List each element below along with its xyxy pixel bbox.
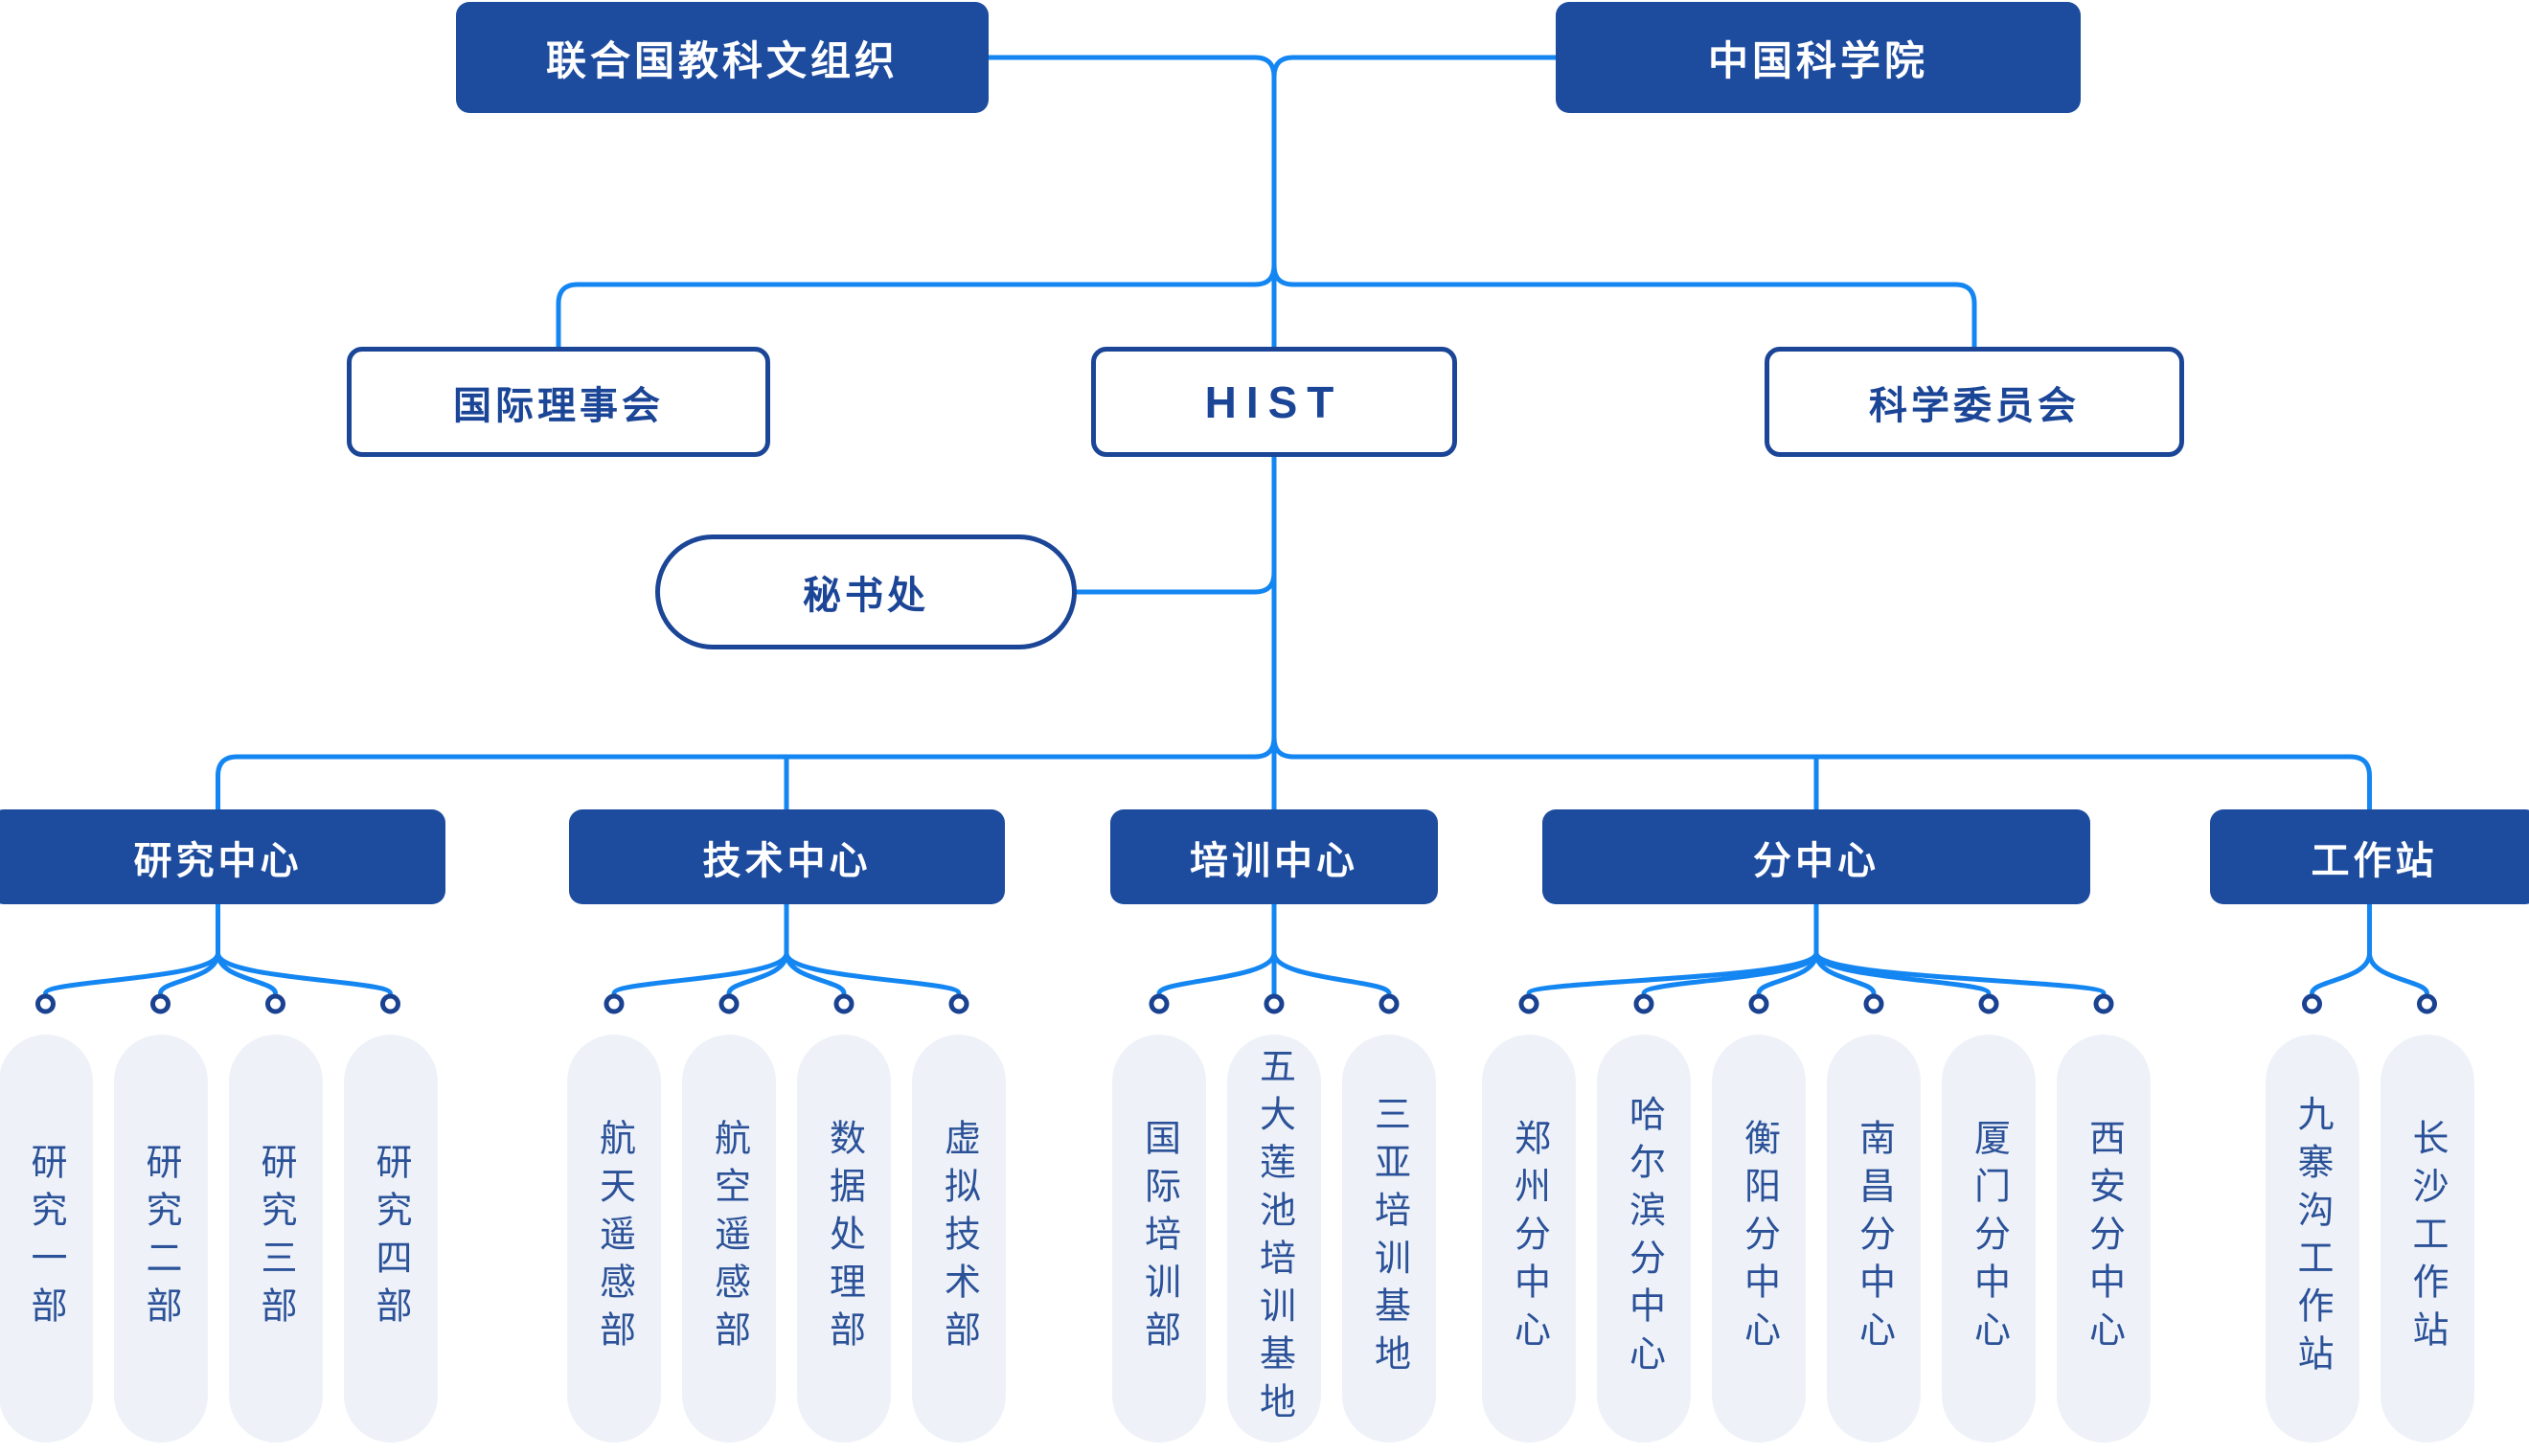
node-science-committee: 科学委员会 <box>1765 347 2184 457</box>
org-unit-capsule-research-4: 研究四部 <box>343 1035 438 1443</box>
org-unit-capsule-technology-4: 虚拟技术部 <box>912 1035 1006 1443</box>
group-header-training: 培训中心 <box>1110 809 1438 904</box>
org-unit-capsule-training-2: 五大莲池培训基地 <box>1227 1035 1321 1443</box>
org-unit-capsule-branch-4: 南昌分中心 <box>1827 1035 1921 1443</box>
org-unit-capsule-research-2: 研究二部 <box>113 1035 208 1443</box>
org-unit-capsule-branch-1: 郑州分中心 <box>1482 1035 1576 1443</box>
org-unit-capsule-technology-1: 航天遥感部 <box>567 1035 661 1443</box>
node-unesco: 联合国教科文组织 <box>456 2 989 113</box>
group-header-technology: 技术中心 <box>569 809 1005 904</box>
node-international-governing-board: 国际理事会 <box>347 347 770 457</box>
node-secretariat: 秘书处 <box>655 535 1077 649</box>
org-unit-capsule-workstation-1: 九寨沟工作站 <box>2265 1035 2359 1443</box>
org-unit-capsule-technology-3: 数据处理部 <box>797 1035 891 1443</box>
org-unit-capsule-branch-5: 厦门分中心 <box>1942 1035 2036 1443</box>
org-unit-capsule-workstation-2: 长沙工作站 <box>2380 1035 2474 1443</box>
group-header-workstation: 工作站 <box>2210 809 2529 904</box>
group-header-branch: 分中心 <box>1542 809 2090 904</box>
org-unit-capsule-training-1: 国际培训部 <box>1112 1035 1206 1443</box>
org-unit-capsule-research-3: 研究三部 <box>228 1035 323 1443</box>
node-chinese-academy-of-sciences: 中国科学院 <box>1556 2 2081 113</box>
org-unit-capsule-branch-2: 哈尔滨分中心 <box>1597 1035 1691 1443</box>
org-unit-capsule-branch-3: 衡阳分中心 <box>1712 1035 1806 1443</box>
group-header-research: 研究中心 <box>0 809 445 904</box>
org-unit-capsule-training-3: 三亚培训基地 <box>1342 1035 1436 1443</box>
node-hist: HIST <box>1091 347 1457 457</box>
org-unit-capsule-research-1: 研究一部 <box>0 1035 93 1443</box>
org-unit-capsule-branch-6: 西安分中心 <box>2057 1035 2151 1443</box>
org-unit-capsule-technology-2: 航空遥感部 <box>682 1035 776 1443</box>
